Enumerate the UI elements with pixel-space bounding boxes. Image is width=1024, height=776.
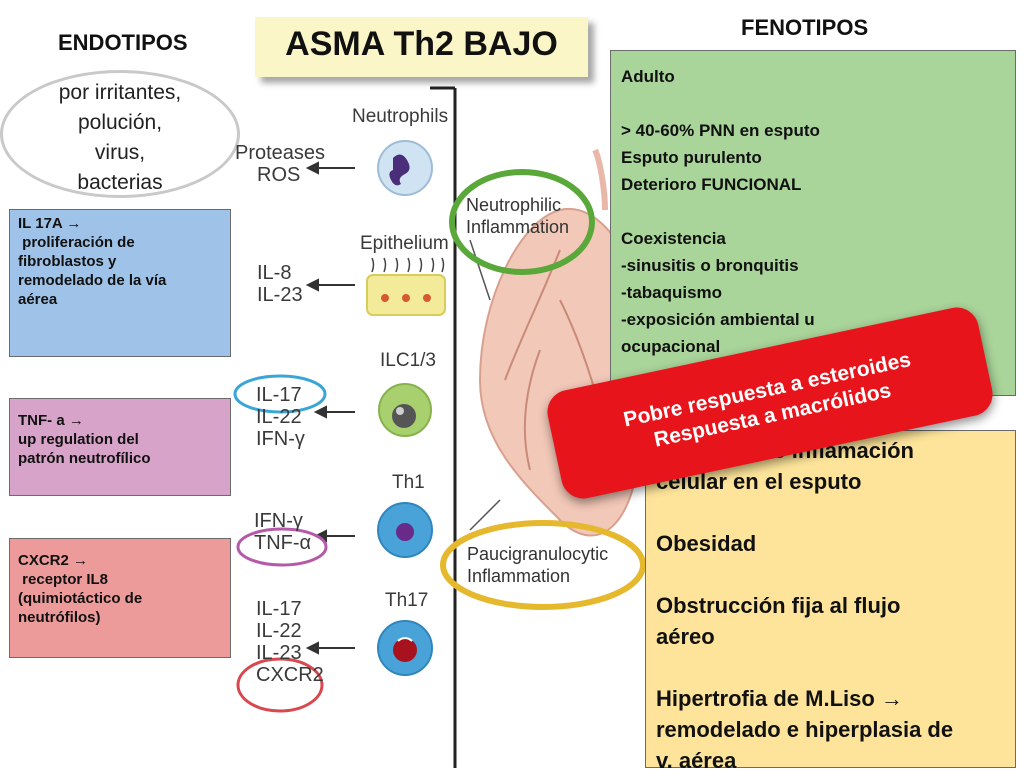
phenotype-line: Hipertrofia de M.Liso → <box>656 686 903 711</box>
mediator-label: IL-8 <box>257 262 292 284</box>
phenotype-line: Coexistencia <box>621 229 726 248</box>
mediator-label: IL-17 <box>256 384 302 406</box>
th17-nucleus-shine <box>397 637 413 642</box>
connector-line <box>469 499 501 531</box>
phenotype-line: -sinusitis o bronquitis <box>621 256 799 275</box>
box-line: proliferación de <box>18 234 135 251</box>
mediator-label: ROS <box>257 164 301 186</box>
phenotype-line <box>656 652 1005 683</box>
mediators-ilc: IL-17 IL-22 IFN-γ <box>256 384 305 450</box>
arrow-head <box>305 161 319 175</box>
cell-name-neutrophils: Neutrophils <box>352 106 449 127</box>
box-line: fibroblastos y <box>18 253 117 270</box>
phenotype-line <box>656 559 1005 590</box>
th1-nucleus <box>396 523 414 541</box>
triggers-ellipse <box>0 70 240 198</box>
phenotype-line: Obstrucción fija al flujo <box>656 593 901 618</box>
mediators-epithelium: IL-8 IL-23 <box>257 262 303 306</box>
neutrophilic-ring <box>449 169 595 275</box>
phenotype-line: Esputo purulento <box>621 148 762 167</box>
mediator-label: TNF-α <box>254 532 312 554</box>
phenotype-line <box>656 497 1005 528</box>
cell-name-th1: Th1 <box>392 472 425 493</box>
phenotype-line: Adulto <box>621 67 675 86</box>
box-line: patrón neutrofílico <box>18 450 151 467</box>
arrow-head <box>305 278 319 292</box>
phenotype-line: ocupacional <box>621 337 721 356</box>
mediator-label: IL-22 <box>256 620 302 642</box>
mediators-neutrophils: Proteases ROS <box>235 142 325 186</box>
inflammation-line: Paucigranulocytic <box>467 544 609 564</box>
trigger-line: virus, <box>94 141 146 164</box>
endotype-box-tnf: TNF- a → up regulation del patrón neutro… <box>9 398 231 496</box>
arrow-head <box>313 405 327 419</box>
phenotype-line <box>621 198 1005 225</box>
box-line: IL 17A → <box>18 215 82 232</box>
neutrophil-nucleus <box>389 154 410 186</box>
tnf-highlight-ring <box>236 527 328 567</box>
box-line: (quimiotáctico de <box>18 590 143 607</box>
th17-nucleus <box>393 638 417 662</box>
box-line: up regulation del <box>18 431 139 448</box>
phenotype-line: Deterioro FUNCIONAL <box>621 175 802 194</box>
mediator-label: IL-23 <box>257 284 303 306</box>
epithelium-dot <box>423 294 431 302</box>
inflammation-line: Inflammation <box>466 217 570 237</box>
phenotype-box-paucigranulocytic: Ausencia de inflamación celular en el es… <box>645 430 1016 773</box>
box-line: remodelado de la vía <box>18 272 167 289</box>
neutrophilic-inflammation-label: Neutrophilic Inflammation <box>466 194 569 238</box>
mediators-th1: IFN-γ TNF-α <box>254 510 311 554</box>
box-line: TNF- a → <box>18 412 84 429</box>
paucigranulocytic-ring <box>440 520 646 610</box>
phenotype-line: Obesidad <box>656 531 757 556</box>
mediator-label: IFN-γ <box>254 510 303 532</box>
mediator-label: IL-22 <box>256 406 302 428</box>
mediator-label: IL-17 <box>256 598 302 620</box>
mediator-label: IL-23 <box>256 642 302 664</box>
arrow-head <box>305 641 319 655</box>
inflammation-line: Inflammation <box>467 566 571 586</box>
epithelium-dot <box>381 294 389 302</box>
trigger-line: polución, <box>77 111 163 134</box>
endotype-box-il17a: IL 17A → proliferación de fibroblastos y… <box>9 209 231 357</box>
phenotype-line: remodelado e hiperplasia de <box>656 717 954 742</box>
connector-line <box>469 239 491 301</box>
cell-name-epithelium: Epithelium <box>360 233 449 254</box>
mediator-label: CXCR2 <box>256 664 324 686</box>
cell-name-ilc: ILC1/3 <box>380 350 436 371</box>
phenotype-line: -tabaquismo <box>621 283 723 302</box>
page-title: ASMA Th2 BAJO <box>285 25 558 63</box>
phenotype-line: aéreo <box>656 624 715 649</box>
phenotype-line: -exposición ambiental u <box>621 310 815 329</box>
ilc-nucleus-shine <box>396 407 404 415</box>
lung-top <box>592 148 608 211</box>
fenotipos-header: FENOTIPOS <box>741 15 869 40</box>
mediator-label: Proteases <box>235 142 326 164</box>
phenotype-line: > 40-60% PNN en esputo <box>621 121 820 140</box>
il17-highlight-ring <box>233 374 327 414</box>
phenotype-line: v. aérea <box>656 748 737 773</box>
box-line: receptor IL8 <box>18 571 109 588</box>
phenotype-line <box>621 90 1005 117</box>
inflammation-line: Neutrophilic <box>466 195 562 215</box>
endotipos-header: ENDOTIPOS <box>58 30 188 55</box>
arrows <box>305 161 355 655</box>
cxcr2-highlight-ring <box>236 657 324 713</box>
title-box <box>255 17 588 77</box>
trigger-line: por irritantes, <box>58 81 182 104</box>
endotype-box-cxcr2: CXCR2 → receptor IL8 (quimiotáctico de n… <box>9 538 231 658</box>
ilc-nucleus <box>392 404 416 428</box>
epithelium-dot <box>402 294 410 302</box>
box-line: aérea <box>18 291 58 308</box>
mediator-label: IFN-γ <box>256 428 305 450</box>
mediators-th17: IL-17 IL-22 IL-23 CXCR2 <box>256 598 324 686</box>
triggers-text: por irritantes, polución, virus, bacteri… <box>0 78 240 198</box>
box-line: neutrófilos) <box>18 609 101 626</box>
box-line: CXCR2 → <box>18 552 89 569</box>
cell-name-th17: Th17 <box>385 590 429 611</box>
epithelium-cilia <box>371 257 445 273</box>
trigger-line: bacterias <box>77 171 163 194</box>
paucigranulocytic-inflammation-label: Paucigranulocytic Inflammation <box>467 543 608 587</box>
